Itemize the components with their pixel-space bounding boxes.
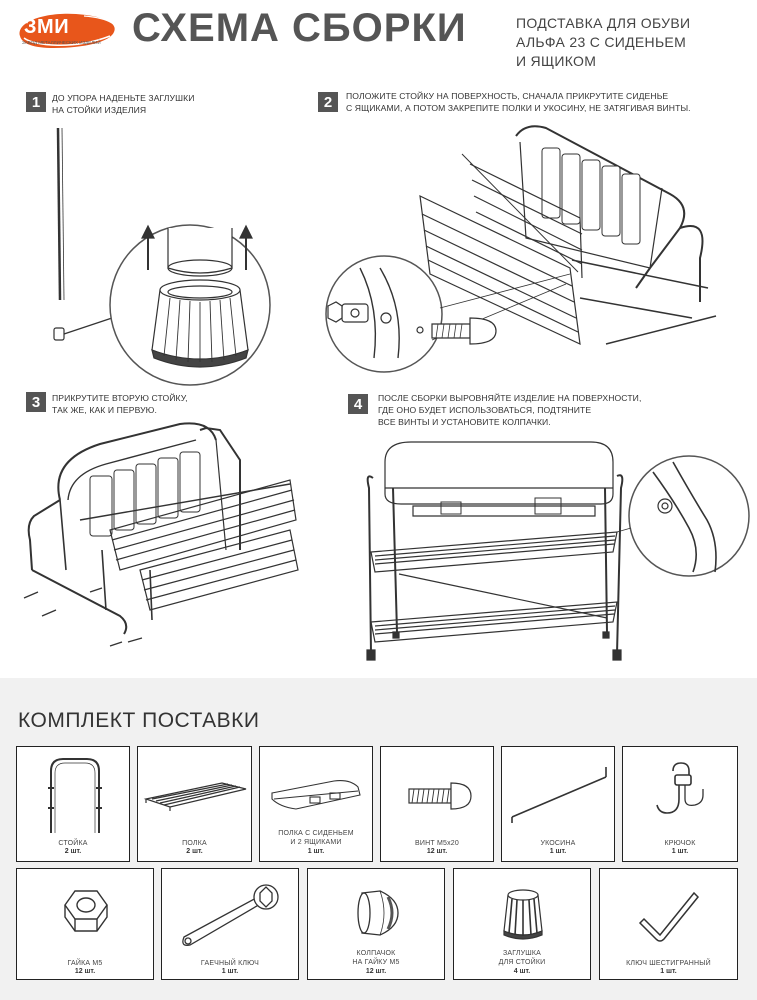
kit-item-hex-key: КЛЮЧ ШЕСТИГРАННЫЙ 1 шт. — [599, 868, 738, 980]
kit-item-label: ВИНТ М5х20 — [415, 840, 459, 847]
page-title: СХЕМА СБОРКИ — [132, 6, 467, 50]
kit-item-hook: КРЮЧОК 1 шт. — [622, 746, 738, 862]
step-line: ПОСЛЕ СБОРКИ ВЫРОВНЯЙТЕ ИЗДЕЛИЕ НА ПОВЕР… — [378, 393, 642, 403]
step4-illustration — [355, 432, 755, 668]
hook-icon — [656, 762, 704, 814]
step-line: ПОЛОЖИТЕ СТОЙКУ НА ПОВЕРХНОСТЬ, СНАЧАЛА … — [346, 91, 669, 101]
kit-item-label: КОЛПАЧОК НА ГАЙКУ М5 — [352, 950, 400, 966]
brace-icon — [511, 767, 607, 823]
product-subtitle: ПОДСТАВКА ДЛЯ ОБУВИ АЛЬФА 23 С СИДЕНЬЕМ … — [516, 14, 756, 71]
rack-post-icon — [48, 758, 102, 833]
kit-item-qty: 12 шт. — [365, 968, 387, 975]
kit-item-brace: УКОСИНА 1 шт. — [501, 746, 615, 862]
kit-item-cap: КОЛПАЧОК НА ГАЙКУ М5 12 шт. — [307, 868, 445, 980]
kit-item-wrench: ГАЕЧНЫЙ КЛЮЧ 1 шт. — [161, 868, 299, 980]
step-number: 2 — [318, 92, 338, 112]
kit-item-qty: 12 шт. — [74, 968, 96, 975]
seat-shelf-icon — [271, 780, 361, 810]
kit-item-plug: ЗАГЛУШКА ДЛЯ СТОЙКИ 4 шт. — [453, 868, 591, 980]
brand-logo — [19, 13, 119, 48]
step-instruction: ПРИКРУТИТЕ ВТОРУЮ СТОЙКУ, ТАК ЖЕ, КАК И … — [52, 392, 252, 416]
kit-item-qty: 1 шт. — [660, 968, 677, 975]
step-line: ПРИКРУТИТЕ ВТОРУЮ СТОЙКУ, — [52, 393, 188, 403]
kit-item-rack-post: СТОЙКА 2 шт. — [16, 746, 130, 862]
kit-item-qty: 2 шт. — [186, 848, 203, 855]
wrench-icon — [182, 884, 279, 946]
kit-item-qty: 1 шт. — [671, 848, 689, 855]
cap-icon — [357, 890, 399, 936]
step-line: НА СТОЙКИ ИЗДЕЛИЯ — [52, 105, 147, 115]
step-line: ТАК ЖЕ, КАК И ПЕРВУЮ. — [52, 405, 157, 415]
kit-item-screw: ВИНТ М5х20 12 шт. — [380, 746, 494, 862]
logo-text: ЗМИ — [24, 16, 70, 38]
step-instruction: ПОСЛЕ СБОРКИ ВЫРОВНЯЙТЕ ИЗДЕЛИЕ НА ПОВЕР… — [378, 392, 678, 428]
kit-item-qty: 1 шт. — [221, 968, 239, 975]
kit-item-qty: 2 шт. — [64, 848, 82, 855]
step-line: ДО УПОРА НАДЕНЬТЕ ЗАГЛУШКИ — [52, 93, 195, 103]
kit-item-label: УКОСИНА — [540, 840, 576, 847]
kit-item-label: СТОЙКА — [58, 840, 88, 847]
kit-item-qty: 1 шт. — [307, 848, 325, 855]
step-number: 1 — [26, 92, 46, 112]
shelf-icon — [143, 782, 247, 811]
kit-item-nut: ГАЙКА М5 12 шт. — [16, 868, 154, 980]
kit-item-shelf: ПОЛКА 2 шт. — [137, 746, 252, 862]
hex-key-icon — [638, 891, 700, 942]
subtitle-line: АЛЬФА 23 С СИДЕНЬЕМ — [516, 34, 687, 50]
kit-item-label: ГАЕЧНЫЙ КЛЮЧ — [200, 960, 260, 967]
step2-illustration — [320, 118, 720, 374]
kit-item-qty: 1 шт. — [549, 848, 567, 855]
step3-illustration — [20, 420, 310, 660]
logo-subtext: ЗАВОД МЕТАЛЛИЧЕСКИХ ИЗДЕЛИЙ — [22, 40, 101, 45]
step-instruction: ПОЛОЖИТЕ СТОЙКУ НА ПОВЕРХНОСТЬ, СНАЧАЛА … — [346, 90, 746, 114]
subtitle-line: И ЯЩИКОМ — [516, 53, 597, 69]
step-line: С ЯЩИКАМИ, А ПОТОМ ЗАКРЕПИТЕ ПОЛКИ И УКО… — [346, 103, 691, 113]
step-line: ВСЕ ВИНТЫ И УСТАНОВИТЕ КОЛПАЧКИ. — [378, 417, 551, 427]
kit-item-qty: 12 шт. — [426, 848, 448, 855]
step-number: 4 — [348, 394, 368, 414]
step1-illustration — [40, 120, 310, 380]
kit-item-qty: 4 шт. — [513, 968, 531, 975]
kit-item-seat-shelf: ПОЛКА С СИДЕНЬЕМ И 2 ЯЩИКАМИ 1 шт. — [259, 746, 373, 862]
kit-item-label: ПОЛКА — [182, 840, 207, 847]
kit-title: КОМПЛЕКТ ПОСТАВКИ — [18, 709, 260, 732]
screw-icon — [408, 782, 472, 810]
step-line: ГДЕ ОНО БУДЕТ ИСПОЛЬЗОВАТЬСЯ, ПОДТЯНИТЕ — [378, 405, 592, 415]
kit-item-label: КЛЮЧ ШЕСТИГРАННЫЙ — [626, 960, 711, 967]
plug-icon — [503, 889, 543, 940]
step-number: 3 — [26, 392, 46, 412]
subtitle-line: ПОДСТАВКА ДЛЯ ОБУВИ — [516, 15, 691, 31]
nut-icon — [64, 890, 108, 932]
kit-item-label: КРЮЧОК — [664, 840, 696, 847]
kit-item-label: ЗАГЛУШКА ДЛЯ СТОЙКИ — [498, 950, 546, 966]
step-instruction: ДО УПОРА НАДЕНЬТЕ ЗАГЛУШКИ НА СТОЙКИ ИЗД… — [52, 92, 252, 116]
kit-item-label: ПОЛКА С СИДЕНЬЕМ И 2 ЯЩИКАМИ — [278, 830, 354, 846]
kit-item-label: ГАЙКА М5 — [67, 960, 103, 967]
